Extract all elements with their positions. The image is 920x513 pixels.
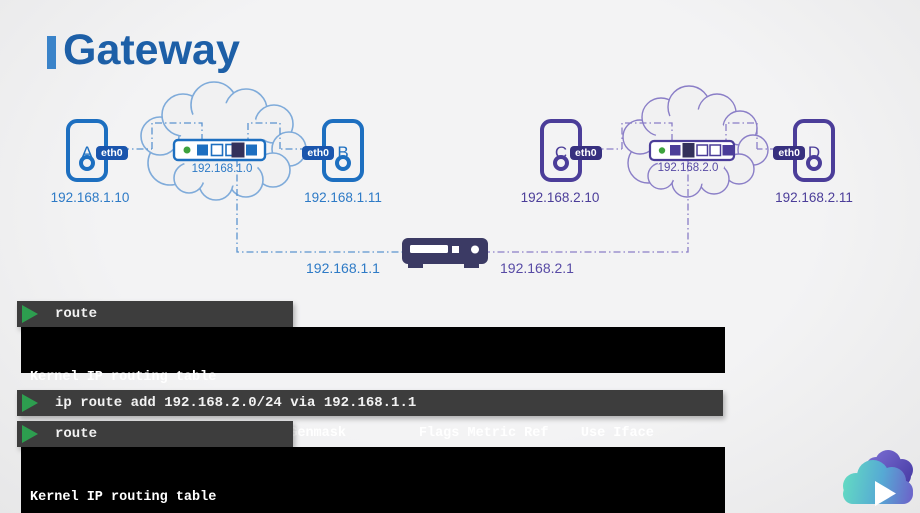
host-a: A eth0 <box>66 119 128 182</box>
host-b-eth0-badge: eth0 <box>302 146 334 160</box>
title-accent-bar <box>47 36 56 69</box>
host-c-eth0-badge: eth0 <box>570 146 602 160</box>
host-b-label: B <box>337 143 349 162</box>
host-d-eth0-badge: eth0 <box>773 146 805 160</box>
router-icon <box>402 238 488 268</box>
command-text: ip route add 192.168.2.0/24 via 192.168.… <box>55 395 417 411</box>
play-prompt-icon <box>22 305 38 323</box>
command-bar-route-1: route <box>17 301 293 327</box>
host-a-ip: 192.168.1.10 <box>50 190 130 205</box>
play-prompt-icon <box>22 394 38 412</box>
host-c: C eth0 <box>540 119 602 182</box>
host-d-ip: 192.168.2.11 <box>775 190 853 205</box>
page-title: Gateway <box>47 26 240 75</box>
cloud-play-logo <box>843 450 913 506</box>
command-text: route <box>55 306 98 322</box>
host-a-eth0-badge: eth0 <box>96 146 128 160</box>
play-icon <box>875 481 896 506</box>
page-title-text: Gateway <box>63 26 240 74</box>
host-c-ip: 192.168.2.10 <box>520 190 600 205</box>
host-d-port-icon <box>806 155 822 171</box>
host-b-port-icon <box>335 155 351 171</box>
router-ip-right: 192.168.2.1 <box>500 260 574 276</box>
terminal-line: Kernel IP routing table <box>30 370 217 385</box>
command-text: route <box>55 426 98 442</box>
switch-network-1-icon <box>172 138 267 162</box>
host-a-port-icon <box>79 155 95 171</box>
host-b: B eth0 <box>302 119 364 182</box>
terminal-line: Kernel IP routing table <box>30 490 217 505</box>
network-2-label: 192.168.2.0 <box>657 162 719 174</box>
terminal-output-2: Kernel IP routing table Destination Gate… <box>21 447 725 513</box>
host-c-port-icon <box>553 155 569 171</box>
play-prompt-icon <box>22 425 38 443</box>
network-1-label: 192.168.1.0 <box>191 163 253 175</box>
host-d: D eth0 <box>773 119 835 182</box>
terminal-output-1: Kernel IP routing table Destination Gate… <box>21 327 725 441</box>
switch-network-2-icon <box>648 139 736 162</box>
host-b-ip: 192.168.1.11 <box>304 190 382 205</box>
command-bar-ip-route-add: ip route add 192.168.2.0/24 via 192.168.… <box>17 390 723 416</box>
command-bar-route-2: route <box>17 421 293 447</box>
router-ip-left: 192.168.1.1 <box>306 260 380 276</box>
host-a-label: A <box>81 143 93 162</box>
